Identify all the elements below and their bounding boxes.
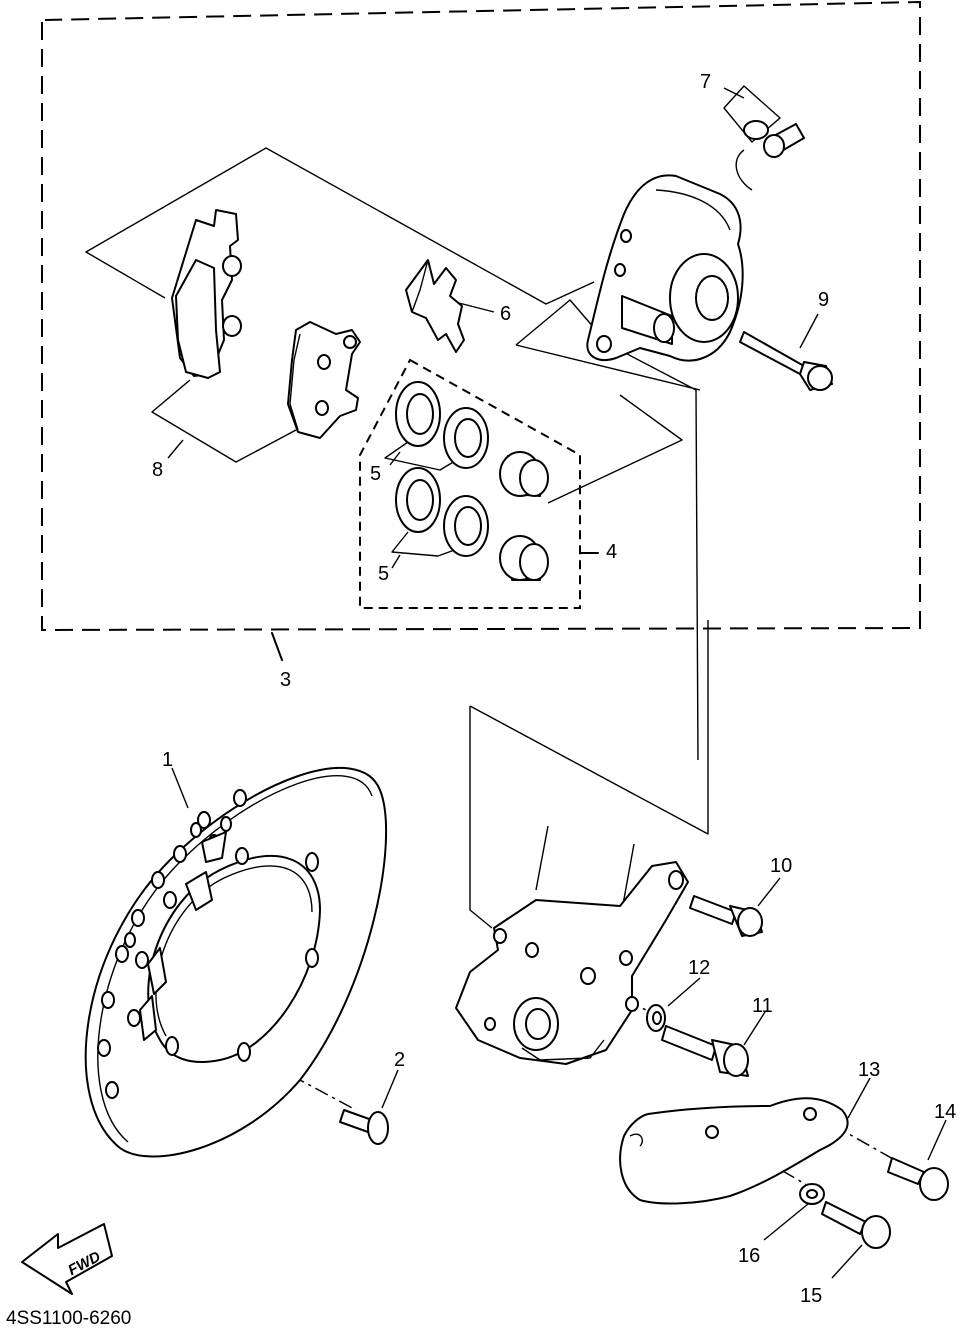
callout-14: 14 [934,1101,956,1123]
callout-13: 13 [858,1059,880,1081]
callout-labels: 1 2 3 4 5 5 6 7 8 9 10 11 12 13 14 15 16 [152,71,956,1307]
callout-9: 9 [818,289,829,311]
seal-kit-boundary [359,358,599,609]
pad-pin [739,331,833,391]
callout-3: 3 [280,669,291,691]
part-code: 4SS1100-6260 [6,1308,131,1329]
piston-seals [395,381,489,557]
fork-lower-bracket [455,825,689,1065]
callout-7: 7 [700,71,711,93]
brake-disc [84,766,388,1158]
callout-5b: 5 [378,563,389,585]
callout-2: 2 [394,1049,405,1071]
callout-6: 6 [500,303,511,325]
callout-15: 15 [800,1285,822,1307]
washer-12 [646,1004,666,1032]
pad-spring [405,259,465,353]
callout-12: 12 [688,957,710,979]
callout-1: 1 [162,749,173,771]
caliper-assembly-boundary [41,0,921,661]
caliper-pistons [499,451,549,581]
guard-bolt-14 [887,1157,949,1201]
caliper-bolt-lower [661,1025,749,1077]
washer-16 [799,1183,825,1205]
callout-16: 16 [738,1245,760,1267]
forward-arrow-icon: FWD [21,1223,113,1295]
bleed-screw [735,120,805,191]
brake-pads [171,209,361,439]
callout-5a: 5 [370,463,381,485]
caliper-body [586,174,744,362]
callout-10: 10 [770,855,792,877]
callout-4: 4 [606,541,617,563]
disc-guard [619,1097,849,1205]
caliper-bolt-upper [689,895,763,937]
callout-8: 8 [152,459,163,481]
guard-bolt-15 [821,1201,891,1249]
callout-11: 11 [752,995,773,1017]
leader-lines [85,85,947,1279]
disc-screw [339,1109,389,1145]
